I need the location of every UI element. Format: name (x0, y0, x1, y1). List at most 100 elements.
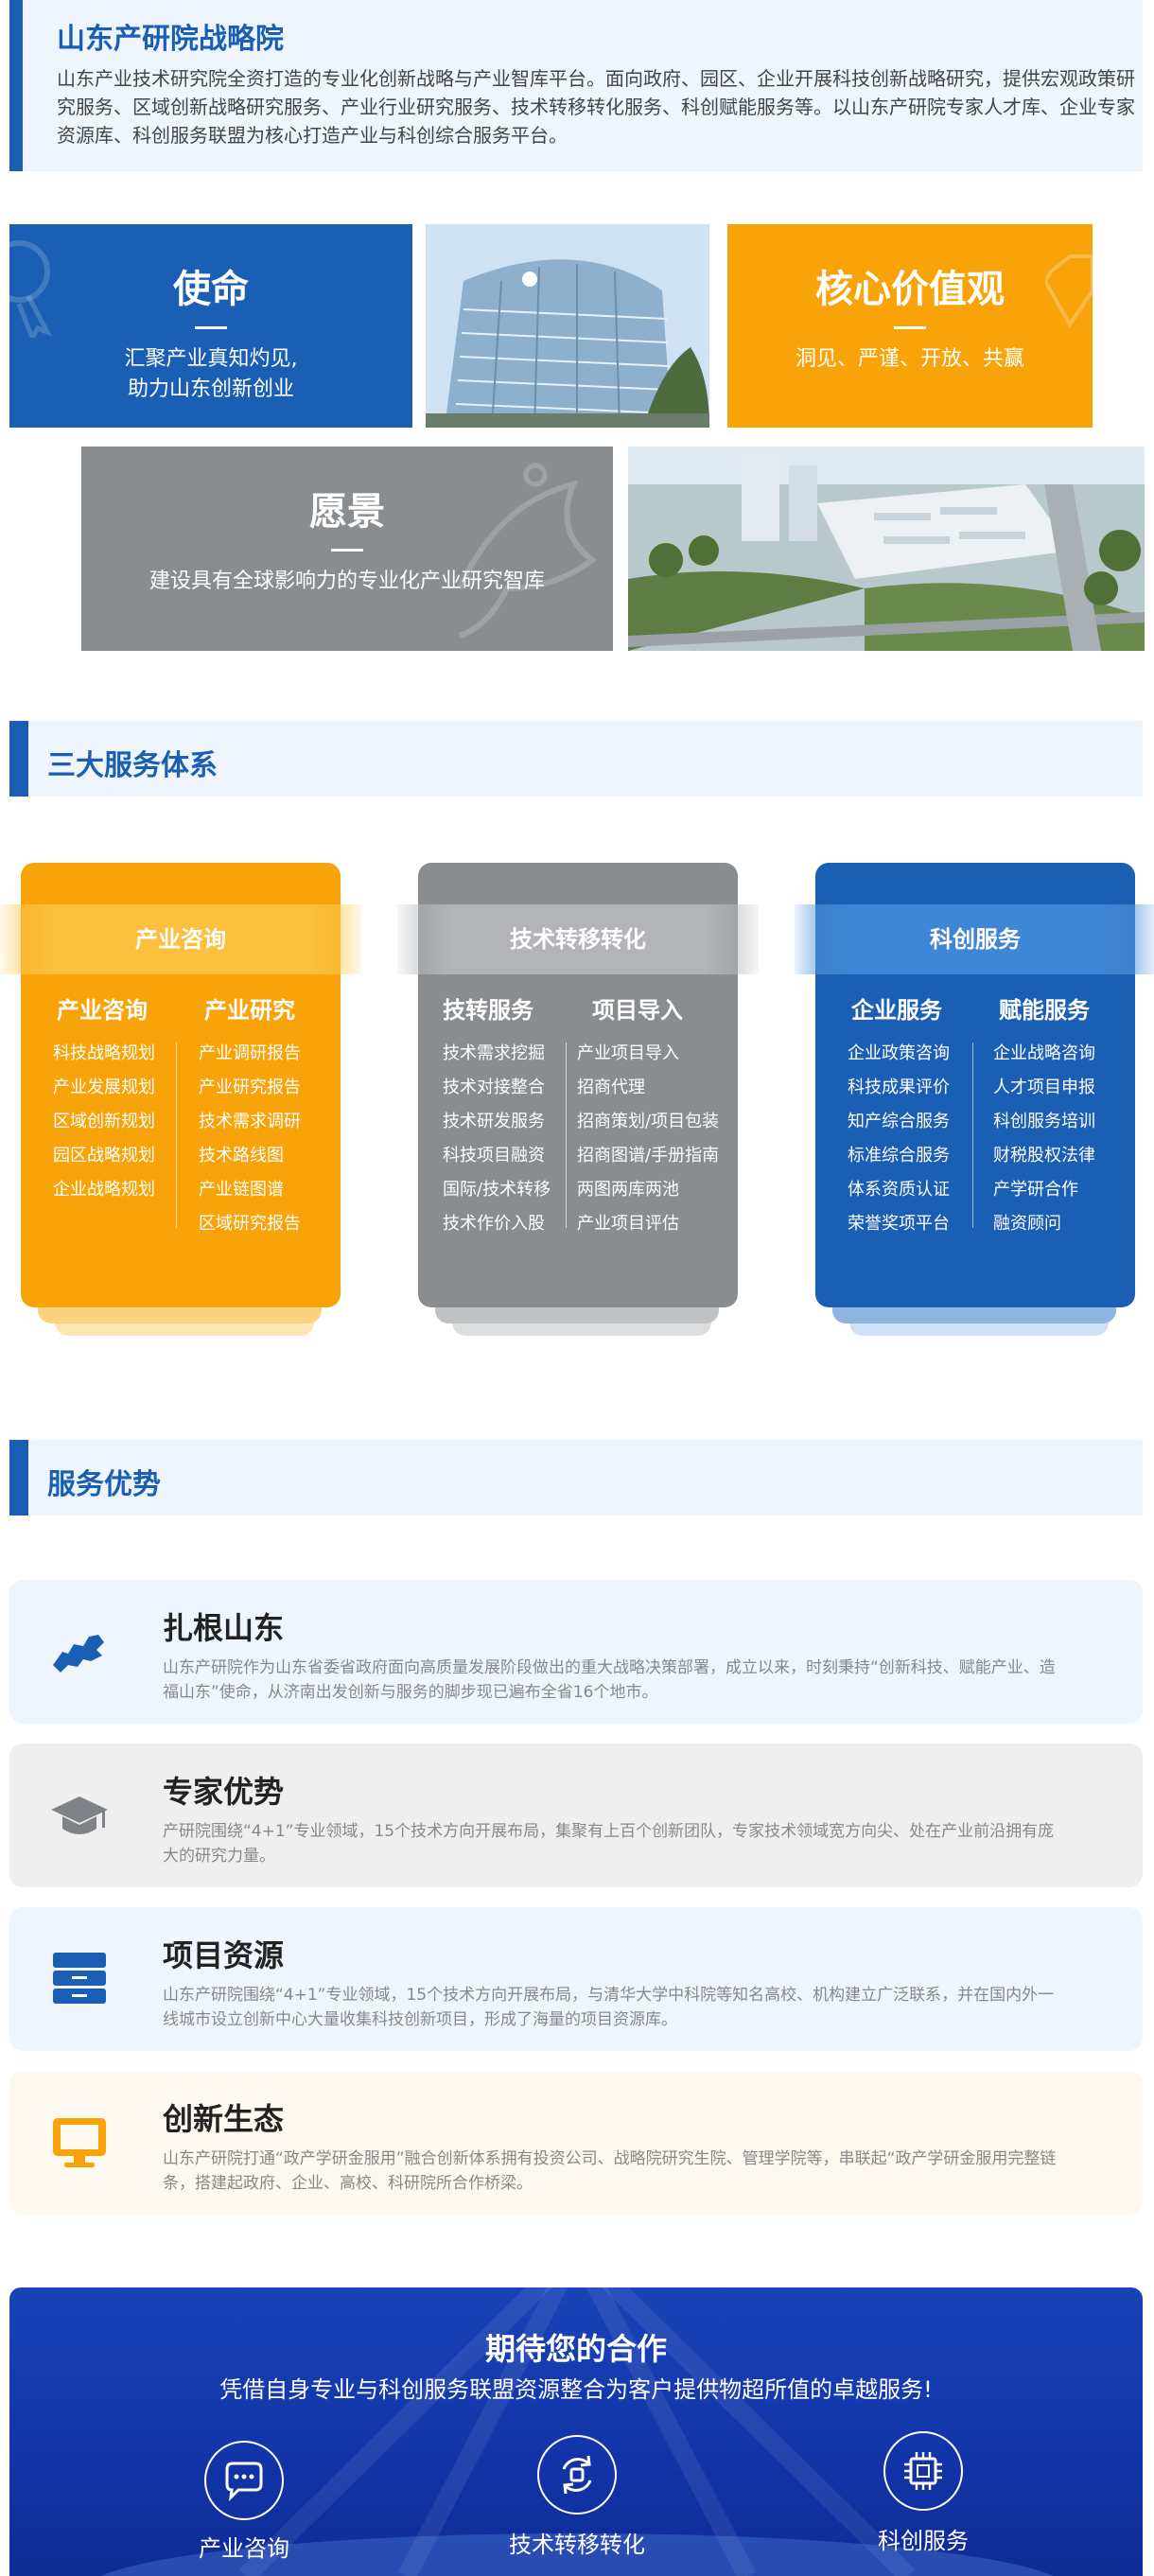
advantage-2-text: 产研院围绕“4+1”专业领域，15个技术方向开展布局，集聚有上百个创新团队，专家… (163, 1822, 1055, 1866)
chat-bubble-icon (225, 2462, 263, 2502)
list-item: 产学研合作 (993, 1180, 1078, 1200)
list-item: 企业战略咨询 (993, 1043, 1095, 1063)
advantages-section-header: 服务优势 (9, 1440, 1143, 1516)
list-item: 知产综合服务 (848, 1112, 950, 1131)
column-2-right-list: 产业项目导入 招商代理 招商策划/项目包装 招商图谱/手册指南 两图两库两池 产… (577, 1037, 719, 1241)
transfer-cycle-icon (562, 2455, 592, 2495)
column-2-ribbon: 技术转移转化 (397, 904, 759, 974)
list-item: 园区战略规划 (53, 1146, 155, 1165)
column-1-right-title: 产业研究 (204, 997, 295, 1024)
list-item: 科技战略规划 (53, 1043, 155, 1063)
list-item: 科技项目融资 (443, 1146, 545, 1165)
advantage-4-text: 山东产研院打通“政产学研金服用”融合创新体系拥有投资公司、战略院研究生院、管理学… (163, 2149, 1057, 2193)
file-cabinet-icon (53, 1953, 106, 2004)
cooperation-banner: 期待您的合作 凭借自身专业与科创服务联盟资源整合为客户提供物超所值的卓越服务! … (9, 2287, 1143, 2576)
list-item: 企业战略规划 (53, 1180, 155, 1200)
footer-item-1-circle[interactable] (204, 2441, 284, 2520)
intro-text: 山东产业技术研究院全资打造的专业化创新战略与产业智库平台。面向政府、园区、企业开… (57, 67, 1135, 147)
column-1-right-list: 产业调研报告 产业研究报告 技术需求调研 技术路线图 产业链图谱 区域研究报告 (199, 1037, 301, 1241)
list-item: 招商策划/项目包装 (577, 1112, 720, 1131)
advantage-2-title: 专家优势 (163, 1774, 285, 1810)
column-3-right-list: 企业战略咨询 人才项目申报 科创服务培训 财税股权法律 产学研合作 融资顾问 (993, 1037, 1095, 1241)
column-2-right-title: 项目导入 (592, 997, 683, 1024)
chip-icon (904, 2452, 942, 2490)
list-item: 融资顾问 (993, 1214, 1061, 1234)
light-rays-decoration (100, 2287, 1054, 2576)
list-item: 产业研究报告 (199, 1078, 301, 1097)
vision-card: 愿景 建设具有全球影响力的专业化产业研究智库 (81, 447, 613, 651)
column-2-left-list: 技术需求挖掘 技术对接整合 技术研发服务 科技项目融资 国际/技术转移 技术作价… (443, 1037, 551, 1241)
list-item: 产业项目评估 (577, 1214, 679, 1234)
list-item: 产业发展规划 (53, 1078, 155, 1097)
advantage-card-rooted-in-shandong: 扎根山东 山东产研院作为山东省委省政府面向高质量发展阶段做出的重大战略决策部署，… (9, 1580, 1143, 1724)
list-item: 技术路线图 (199, 1146, 284, 1165)
service-column-tech-transfer: 技术转移转化 技转服务 项目导入 技术需求挖掘 技术对接整合 技术研发服务 科技… (397, 863, 759, 1307)
column-3-right-title: 赋能服务 (999, 997, 1090, 1024)
footer-item-2-circle[interactable] (537, 2435, 617, 2515)
building-illustration (426, 224, 709, 428)
list-item: 产业链图谱 (199, 1180, 284, 1200)
mission-title: 使命 (173, 268, 249, 311)
cooperation-subtitle: 凭借自身专业与科创服务联盟资源整合为客户提供物超所值的卓越服务! (219, 2376, 933, 2403)
list-item: 招商代理 (577, 1078, 645, 1097)
list-item: 财税股权法律 (993, 1146, 1095, 1165)
mission-card: 使命 汇聚产业真知灼见, 助力山东创新创业 (9, 224, 412, 428)
intro-title: 山东产研院战略院 (57, 23, 284, 56)
mission-text-2: 助力山东创新创业 (127, 377, 294, 401)
campus-aerial-photo (628, 447, 1145, 651)
advantage-4-title: 创新生态 (163, 2101, 285, 2137)
list-item: 产业项目导入 (577, 1043, 679, 1063)
column-3-left-list: 企业政策咨询 科技成果评价 知产综合服务 标准综合服务 体系资质认证 荣誉奖项平… (848, 1037, 950, 1241)
dove-icon (457, 463, 597, 639)
advantages-section-title: 服务优势 (47, 1468, 161, 1501)
core-values-divider (894, 326, 926, 329)
building-photo (426, 224, 709, 428)
list-item: 技术研发服务 (443, 1112, 545, 1131)
list-item: 科创服务培训 (993, 1112, 1095, 1131)
monitor-icon (53, 2118, 106, 2167)
core-values-card: 核心价值观 洞见、严谨、开放、共赢 (727, 224, 1093, 428)
list-item: 技术需求挖掘 (443, 1043, 545, 1063)
list-item: 国际/技术转移 (443, 1180, 551, 1200)
column-3-divider (972, 1043, 973, 1228)
column-2-left-title: 技转服务 (443, 997, 533, 1024)
list-item: 荣誉奖项平台 (848, 1214, 950, 1234)
column-3-left-title: 企业服务 (851, 997, 942, 1024)
footer-item-1-label[interactable]: 产业咨询 (199, 2535, 289, 2562)
list-item: 区域创新规划 (53, 1112, 155, 1131)
column-1-ribbon: 产业咨询 (0, 904, 361, 974)
core-values-text: 洞见、严谨、开放、共赢 (795, 347, 1024, 371)
campus-illustration (628, 447, 1145, 651)
advantage-card-project-resources: 项目资源 山东产研院围绕“4+1”专业领域，15个技术方向开展布局，与清华大学中… (9, 1907, 1143, 2051)
diamond-icon (1045, 254, 1093, 328)
mission-text-1: 汇聚产业真知灼见, (124, 347, 298, 371)
footer-item-3-circle[interactable] (883, 2431, 963, 2511)
advantage-1-title: 扎根山东 (163, 1610, 285, 1646)
list-item: 两图两库两池 (577, 1180, 679, 1200)
column-1-left-title: 产业咨询 (57, 997, 148, 1024)
footer-item-3-label[interactable]: 科创服务 (878, 2528, 969, 2554)
advantage-1-text: 山东产研院作为山东省委省政府面向高质量发展阶段做出的重大战略决策部署，成立以来，… (163, 1658, 1056, 1702)
list-item: 招商图谱/手册指南 (577, 1146, 720, 1165)
vision-divider (331, 549, 363, 552)
advantage-card-innovation-ecosystem: 创新生态 山东产研院打通“政产学研金服用”融合创新体系拥有投资公司、战略院研究生… (9, 2071, 1143, 2215)
list-item: 科技成果评价 (848, 1078, 950, 1097)
footer-item-2-label[interactable]: 技术转移转化 (509, 2532, 645, 2558)
core-values-title: 核心价值观 (815, 268, 1005, 311)
advantage-card-expert: 专家优势 产研院围绕“4+1”专业领域，15个技术方向开展布局，集聚有上百个创新… (9, 1744, 1143, 1887)
graduation-cap-icon (51, 1796, 108, 1834)
list-item: 区域研究报告 (199, 1214, 301, 1234)
ribbon-badge-icon (9, 240, 53, 338)
shandong-map-icon (53, 1635, 104, 1673)
mission-divider (195, 326, 227, 329)
column-3-ribbon: 科创服务 (795, 904, 1154, 974)
services-section-title: 三大服务体系 (47, 749, 218, 782)
cooperation-title: 期待您的合作 (484, 2331, 667, 2367)
advantage-3-text: 山东产研院围绕“4+1”专业领域，15个技术方向开展布局，与清华大学中科院等知名… (163, 1986, 1055, 2029)
list-item: 技术对接整合 (443, 1078, 545, 1097)
list-item: 标准综合服务 (848, 1146, 950, 1165)
service-column-industry-consulting: 产业咨询 产业咨询 产业研究 科技战略规划 产业发展规划 区域创新规划 园区战略… (0, 863, 361, 1307)
vision-title: 愿景 (309, 490, 385, 534)
column-1-divider (176, 1043, 177, 1228)
